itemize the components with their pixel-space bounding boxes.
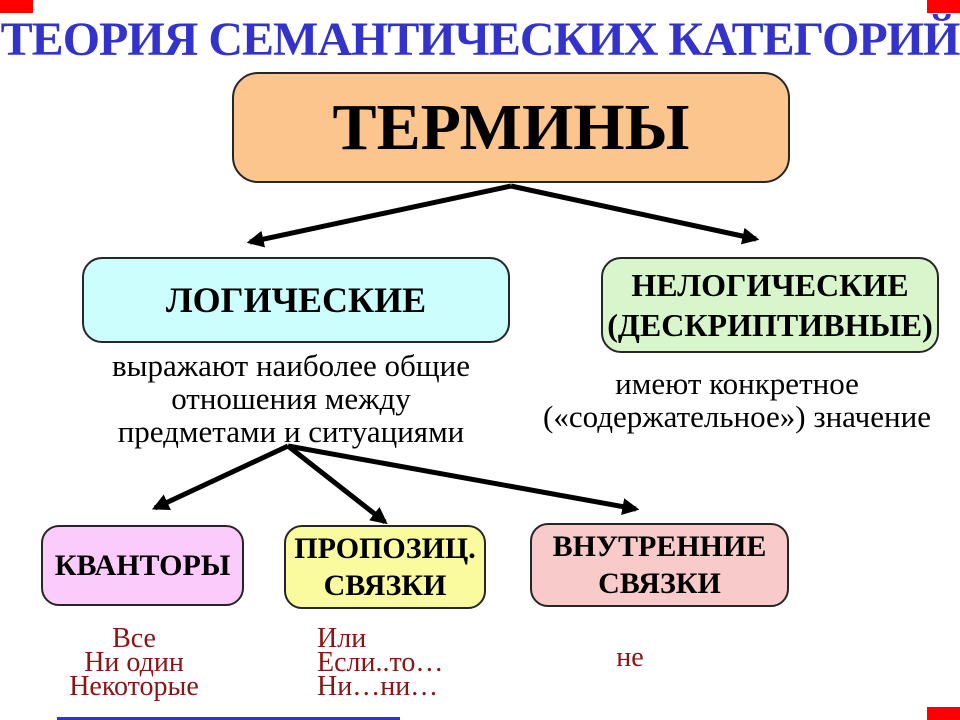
- arrow-logical-to-quantifiers: [151, 443, 290, 511]
- quantifier-examples-list: Все Ни один Некоторые: [34, 623, 234, 702]
- arrow-logical-to-internal: [287, 443, 640, 515]
- node-nonlogical: НЕЛОГИЧЕСКИЕ (ДЕСКРИПТИВНЫЕ): [601, 257, 939, 353]
- node-nonlogical-label-line2: (ДЕСКРИПТИВНЫЕ): [607, 307, 933, 343]
- node-terms: ТЕРМИНЫ: [232, 72, 790, 183]
- node-logical-label: ЛОГИЧЕСКИЕ: [165, 280, 427, 320]
- logical-description: выражают наиболее общие отношения между …: [71, 349, 511, 448]
- arrow-terms-to-logical: [246, 183, 512, 248]
- logical-description-line3: предметами и ситуациями: [117, 414, 465, 449]
- red-corner-mark-bottom-right: [927, 707, 960, 720]
- logical-description-line1: выражают наиболее общие: [112, 348, 470, 383]
- node-internal-label-line2: СВЯЗКИ: [598, 567, 721, 600]
- internal-examples-list: не: [520, 642, 740, 673]
- node-internal-connectives: ВНУТРЕННИЕ СВЯЗКИ: [530, 523, 789, 607]
- internal-example-1: не: [616, 642, 644, 673]
- nonlogical-description-line1: имеют конкретное: [615, 366, 859, 401]
- red-corner-mark-top-left: [0, 0, 33, 13]
- node-terms-label: ТЕРМИНЫ: [332, 90, 690, 164]
- node-nonlogical-label-line1: НЕЛОГИЧЕСКИЕ: [631, 267, 909, 303]
- node-propositional-connectives: ПРОПОЗИЦ. СВЯЗКИ: [284, 525, 486, 609]
- node-quantifiers-label: КВАНТОРЫ: [54, 548, 231, 582]
- arrow-logical-to-propositional: [286, 444, 388, 525]
- propositional-example-2: Если..то…: [317, 647, 444, 678]
- node-quantifiers: КВАНТОРЫ: [41, 525, 244, 606]
- slide-title: ТЕОРИЯ СЕМАНТИЧЕСКИХ КАТЕГОРИЙ: [0, 13, 960, 66]
- node-propositional-label-line1: ПРОПОЗИЦ.: [294, 531, 476, 565]
- quantifier-example-3: Некоторые: [69, 671, 199, 702]
- logical-description-line2: отношения между: [171, 381, 411, 416]
- node-propositional-label-line2: СВЯЗКИ: [323, 569, 447, 602]
- quantifier-example-1: Все: [112, 623, 156, 654]
- node-internal-label-line1: ВНУТРЕННИЕ: [552, 529, 767, 563]
- propositional-example-3: Ни…ни…: [317, 671, 439, 702]
- red-corner-mark-top-right: [927, 0, 960, 13]
- nonlogical-description: имеют конкретное («содержательное») знач…: [527, 367, 947, 433]
- node-logical: ЛОГИЧЕСКИЕ: [82, 257, 510, 343]
- propositional-examples-list: Или Если..то… Ни…ни…: [317, 623, 527, 702]
- nonlogical-description-line2: («содержательное») значение: [543, 399, 931, 434]
- quantifier-example-2: Ни один: [84, 647, 184, 678]
- bottom-blue-rule: [57, 717, 400, 720]
- propositional-example-1: Или: [317, 623, 367, 654]
- arrow-terms-to-nonlogical: [510, 183, 760, 245]
